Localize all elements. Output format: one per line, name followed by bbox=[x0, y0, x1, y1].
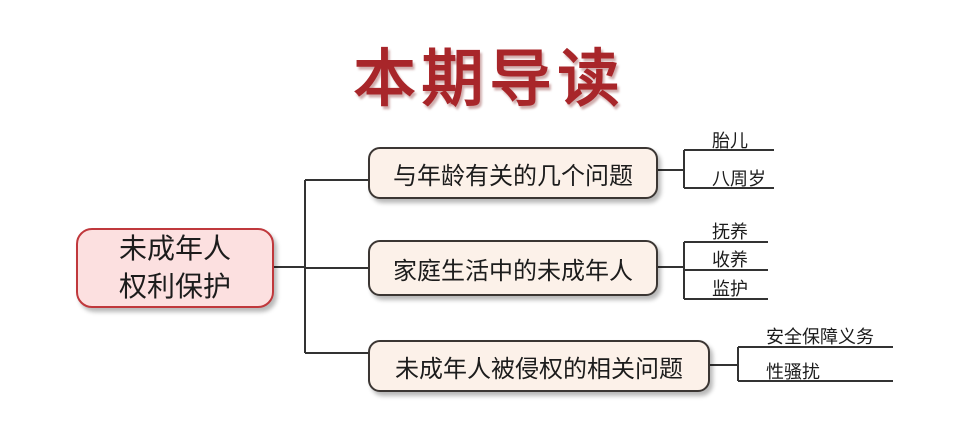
root-label-line2: 权利保护 bbox=[118, 270, 231, 303]
leaf-label: 八周岁 bbox=[712, 169, 766, 190]
branch-node-3: 未成年人被侵权的相关问题 bbox=[368, 340, 710, 392]
leaf-label: 胎儿 bbox=[712, 131, 748, 152]
branch-node-1: 与年龄有关的几个问题 bbox=[368, 147, 658, 199]
root-node: 未成年人 权利保护 bbox=[76, 228, 274, 308]
leaf-label: 安全保障义务 bbox=[766, 327, 874, 348]
branch-label: 与年龄有关的几个问题 bbox=[393, 161, 633, 190]
leaf-label: 监护 bbox=[712, 279, 748, 300]
branch-label: 未成年人被侵权的相关问题 bbox=[395, 354, 683, 383]
branch-label: 家庭生活中的未成年人 bbox=[393, 256, 633, 285]
page-title: 本期导读 bbox=[353, 42, 626, 115]
leaf-label: 收养 bbox=[712, 250, 748, 271]
branch-node-2: 家庭生活中的未成年人 bbox=[368, 240, 658, 296]
leaf-label: 性骚扰 bbox=[766, 362, 820, 383]
root-label-line1: 未成年人 bbox=[118, 232, 231, 265]
leaf-label: 抚养 bbox=[712, 222, 748, 243]
